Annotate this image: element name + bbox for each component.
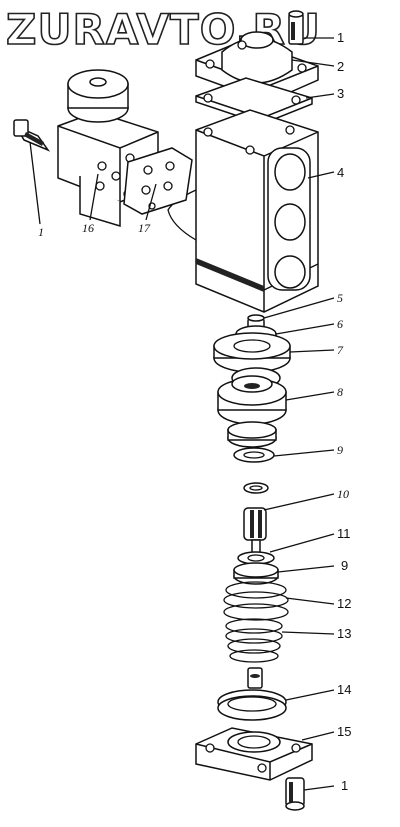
callout-2: 2 [337,59,344,74]
callout-4: 4 [337,165,344,180]
part-17-gasket [123,147,193,215]
callout-9-lower: 9 [341,558,348,573]
part-12-outer-spring [223,581,289,621]
part-1-top-bolt [288,10,304,45]
part-1-left-bolt [13,119,51,152]
callout-16: 16 [82,221,94,235]
callout-7: 7 [337,343,344,357]
callout-9-upper: 9 [337,443,343,457]
part-15-bottom-flange [195,727,313,781]
callout-1-left: 1 [38,225,44,239]
callout-1-top: 1 [337,30,344,45]
callout-3: 3 [337,86,344,101]
callout-12: 12 [337,596,351,611]
part-11-washer [237,551,275,565]
part-4-valve-body [167,109,319,313]
callout-6-upper: 6 [337,317,343,331]
callout-1-bottom: 1 [341,778,348,793]
part-13-spring [225,618,283,689]
leader-lines [29,37,335,791]
part-9-upper-seat [227,421,277,463]
callout-8: 8 [337,385,343,399]
watermark-text: ZURAVTO.RU [6,5,321,54]
part-3-gasket [195,77,313,125]
callout-15: 15 [337,724,351,739]
part-7-ring [213,332,291,373]
part-14-o-ring [217,689,287,721]
callout-13: 13 [337,626,351,641]
part-10-spline-rod [243,482,269,557]
callout-14: 14 [337,682,351,697]
callout-5: 5 [337,291,343,305]
callout-10: 10 [337,487,349,501]
part-8-piston [217,367,287,425]
part-1-bottom-bolt [285,777,305,811]
part-9-lower-seat [233,562,279,585]
callout-11: 11 [337,526,351,541]
callout-labels: 1 2 3 4 5 6 7 8 9 10 11 9 12 13 14 15 1 … [38,30,351,793]
callout-17: 17 [138,221,151,235]
